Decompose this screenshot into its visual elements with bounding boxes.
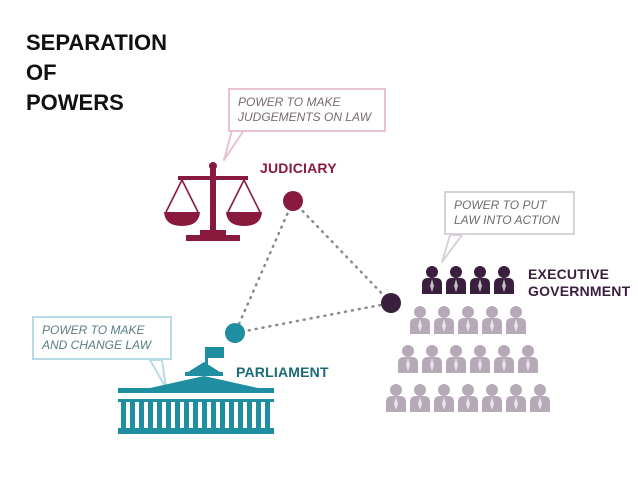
parliament-column bbox=[256, 402, 261, 428]
executive-power-callout: POWER TO PUT LAW INTO ACTION bbox=[444, 191, 575, 235]
connector-judiciary-parliament bbox=[233, 199, 295, 335]
parliament-column bbox=[139, 402, 144, 428]
parliament-column bbox=[157, 402, 162, 428]
people-group-icon bbox=[386, 266, 550, 412]
executive-label: EXECUTIVE GOVERNMENT bbox=[528, 266, 630, 300]
executive-leader-figure bbox=[470, 266, 490, 294]
parliament-column bbox=[220, 402, 225, 428]
executive-staff-figure bbox=[458, 384, 478, 412]
parliament-column bbox=[175, 402, 180, 428]
parliament-column bbox=[211, 402, 216, 428]
title-line-3: POWERS bbox=[26, 90, 124, 115]
executive-staff-figure bbox=[470, 345, 490, 373]
parliament-column bbox=[130, 402, 135, 428]
parliament-column bbox=[166, 402, 171, 428]
executive-staff-figure bbox=[410, 306, 430, 334]
parliament-node bbox=[225, 323, 245, 343]
judiciary-node bbox=[283, 191, 303, 211]
parliament-column bbox=[229, 402, 234, 428]
parliament-column bbox=[184, 402, 189, 428]
parliament-column bbox=[121, 402, 126, 428]
parliament-column bbox=[202, 402, 207, 428]
parliament-power-line-2: AND CHANGE LAW bbox=[42, 338, 152, 352]
judiciary-power-line-2: JUDGEMENTS ON LAW bbox=[238, 110, 372, 124]
callout-tails bbox=[149, 129, 463, 389]
connector-parliament-executive bbox=[233, 301, 393, 335]
executive-staff-figure bbox=[482, 306, 502, 334]
executive-node bbox=[381, 293, 401, 313]
executive-staff-figure bbox=[446, 345, 466, 373]
executive-staff-figure bbox=[410, 384, 430, 412]
parliament-column bbox=[238, 402, 243, 428]
judiciary-power-callout: POWER TO MAKE JUDGEMENTS ON LAW bbox=[228, 88, 386, 132]
connector-lines bbox=[233, 199, 393, 335]
title-line-1: SEPARATION bbox=[26, 30, 167, 55]
parliament-column bbox=[148, 402, 153, 428]
parliament-column bbox=[265, 402, 270, 428]
executive-staff-figure bbox=[422, 345, 442, 373]
executive-staff-figure bbox=[494, 345, 514, 373]
executive-label-line-1: EXECUTIVE bbox=[528, 266, 610, 282]
parliament-power-callout: POWER TO MAKE AND CHANGE LAW bbox=[32, 316, 172, 360]
executive-staff-figure bbox=[434, 384, 454, 412]
judiciary-power-line-1: POWER TO MAKE bbox=[238, 95, 341, 109]
executive-power-line-2: LAW INTO ACTION bbox=[454, 213, 560, 227]
executive-power-line-1: POWER TO PUT bbox=[454, 198, 547, 212]
executive-staff-figure bbox=[530, 384, 550, 412]
executive-staff-figure bbox=[458, 306, 478, 334]
executive-staff-figure bbox=[482, 384, 502, 412]
title-line-2: OF bbox=[26, 60, 57, 85]
parliament-power-line-1: POWER TO MAKE bbox=[42, 323, 145, 337]
connector-judiciary-executive bbox=[291, 199, 393, 305]
executive-staff-figure bbox=[506, 384, 526, 412]
executive-staff-figure bbox=[398, 345, 418, 373]
judiciary-label: JUDICIARY bbox=[260, 160, 337, 176]
executive-leader-figure bbox=[422, 266, 442, 294]
executive-staff-figure bbox=[434, 306, 454, 334]
executive-leader-figure bbox=[446, 266, 466, 294]
page-title: SEPARATION OF POWERS bbox=[26, 28, 167, 118]
executive-staff-figure bbox=[386, 384, 406, 412]
executive-label-line-2: GOVERNMENT bbox=[528, 283, 631, 299]
executive-staff-figure bbox=[518, 345, 538, 373]
executive-leader-figure bbox=[494, 266, 514, 294]
parliament-building-icon bbox=[118, 347, 274, 434]
parliament-column bbox=[247, 402, 252, 428]
executive-staff-figure bbox=[506, 306, 526, 334]
scales-of-justice-icon bbox=[164, 162, 262, 241]
parliament-label: PARLIAMENT bbox=[236, 364, 329, 380]
parliament-column bbox=[193, 402, 198, 428]
